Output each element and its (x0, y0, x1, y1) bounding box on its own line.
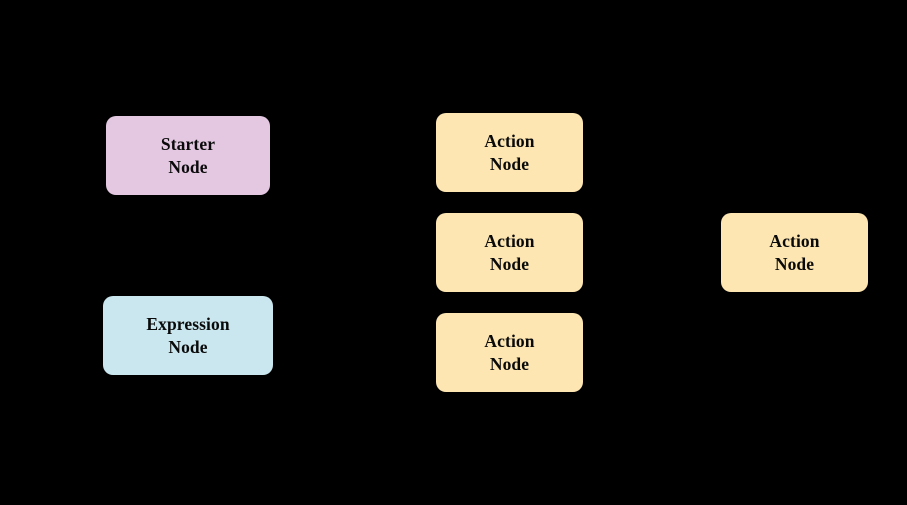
node-label-line1: Expression (146, 314, 230, 335)
node-label-line1: Starter (160, 134, 216, 155)
node-label-line2: Node (489, 153, 530, 174)
node-action-node-4[interactable]: Action Node (721, 213, 868, 292)
node-label-line2: Node (168, 156, 208, 177)
node-label-line2: Node (489, 253, 530, 274)
node-action-node-3[interactable]: Action Node (436, 313, 583, 392)
edge-starter-to-action-1 (269, 151, 437, 157)
node-action-node-2[interactable]: Action Node (436, 213, 583, 292)
node-action-node-1[interactable]: Action Node (436, 113, 583, 192)
node-label-line1: Action (484, 131, 535, 152)
node-starter-node[interactable]: Starter Node (106, 116, 270, 195)
node-label-line1: Action (769, 231, 820, 252)
edge-expression-to-action-2 (272, 252, 437, 336)
node-label-line1: Action (484, 331, 535, 352)
node-label-line2: Node (774, 253, 815, 274)
node-label-line2: Node (168, 336, 208, 357)
node-label-line2: Node (489, 353, 530, 374)
node-label-line1: Action (484, 231, 535, 252)
node-expression-node[interactable]: Expression Node (103, 296, 273, 375)
edge-expression-to-action-3 (272, 334, 437, 354)
edge-action-3-to-action-4 (582, 252, 722, 354)
edge-action-1-to-action-4 (582, 151, 722, 254)
